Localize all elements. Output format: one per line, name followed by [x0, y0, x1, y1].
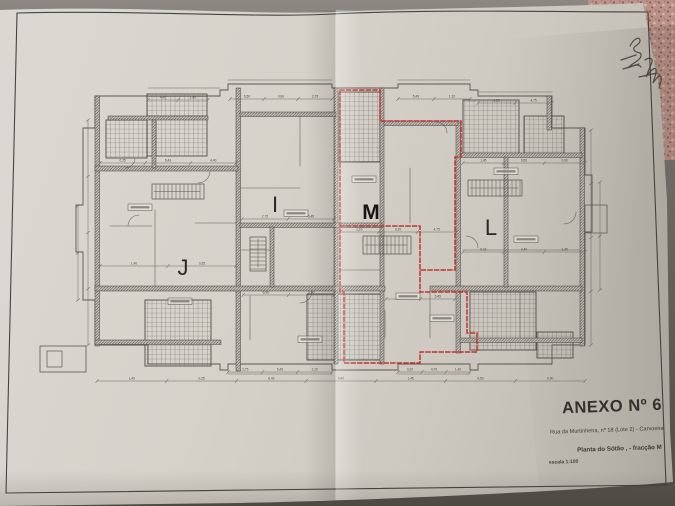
- svg-text:1,10: 1,10: [449, 95, 455, 99]
- svg-text:1,40: 1,40: [455, 368, 461, 372]
- svg-text:3,20: 3,20: [407, 368, 413, 372]
- svg-text:6,43: 6,43: [480, 248, 486, 252]
- svg-text:2,75: 2,75: [242, 368, 248, 372]
- svg-text:6,50: 6,50: [477, 377, 483, 381]
- chimney-flue: [46, 350, 63, 368]
- svg-text:1,40: 1,40: [131, 262, 137, 266]
- svg-text:4,40: 4,40: [210, 159, 216, 163]
- terrace-top-left-small: [105, 119, 148, 159]
- svg-text:0,25: 0,25: [199, 262, 205, 266]
- staircases: [151, 179, 523, 272]
- right-fold-shadow: [495, 25, 675, 497]
- terrace-top-left: [146, 93, 208, 157]
- center-fold-shadow: [305, 10, 335, 500]
- unit-label-M: M: [362, 201, 380, 224]
- svg-text:1,40: 1,40: [129, 377, 135, 381]
- svg-text:3,20: 3,20: [395, 228, 401, 232]
- svg-text:4,40: 4,40: [160, 96, 166, 100]
- svg-text:0,90: 0,90: [278, 95, 284, 99]
- svg-text:5,45: 5,45: [277, 368, 283, 372]
- terrace-bottom-left: [144, 299, 212, 367]
- svg-text:0,25: 0,25: [198, 377, 204, 381]
- svg-text:3,20: 3,20: [493, 99, 499, 103]
- bottom-edge-shadow: [0, 470, 675, 506]
- svg-text:1,45: 1,45: [190, 96, 196, 100]
- chimney-box: [39, 345, 87, 373]
- balcony-railings: [147, 79, 553, 375]
- svg-text:1,45: 1,45: [408, 377, 414, 381]
- unit-label-L: L: [485, 215, 497, 240]
- svg-text:6,50: 6,50: [263, 291, 269, 295]
- svg-text:2,75: 2,75: [262, 215, 268, 219]
- svg-text:6,50: 6,50: [244, 95, 250, 99]
- unit-label-I: I: [272, 192, 278, 217]
- unit-label-J: J: [178, 255, 189, 280]
- svg-text:4,75: 4,75: [434, 228, 440, 232]
- svg-text:0,25: 0,25: [120, 159, 126, 163]
- svg-text:1,45: 1,45: [480, 159, 486, 163]
- svg-text:5,45: 5,45: [413, 95, 419, 99]
- svg-text:6,43: 6,43: [165, 159, 171, 163]
- svg-text:5,45: 5,45: [435, 295, 441, 299]
- svg-text:6,43: 6,43: [268, 377, 274, 381]
- svg-text:4,75: 4,75: [431, 368, 437, 372]
- center-fold-highlight: [336, 10, 362, 500]
